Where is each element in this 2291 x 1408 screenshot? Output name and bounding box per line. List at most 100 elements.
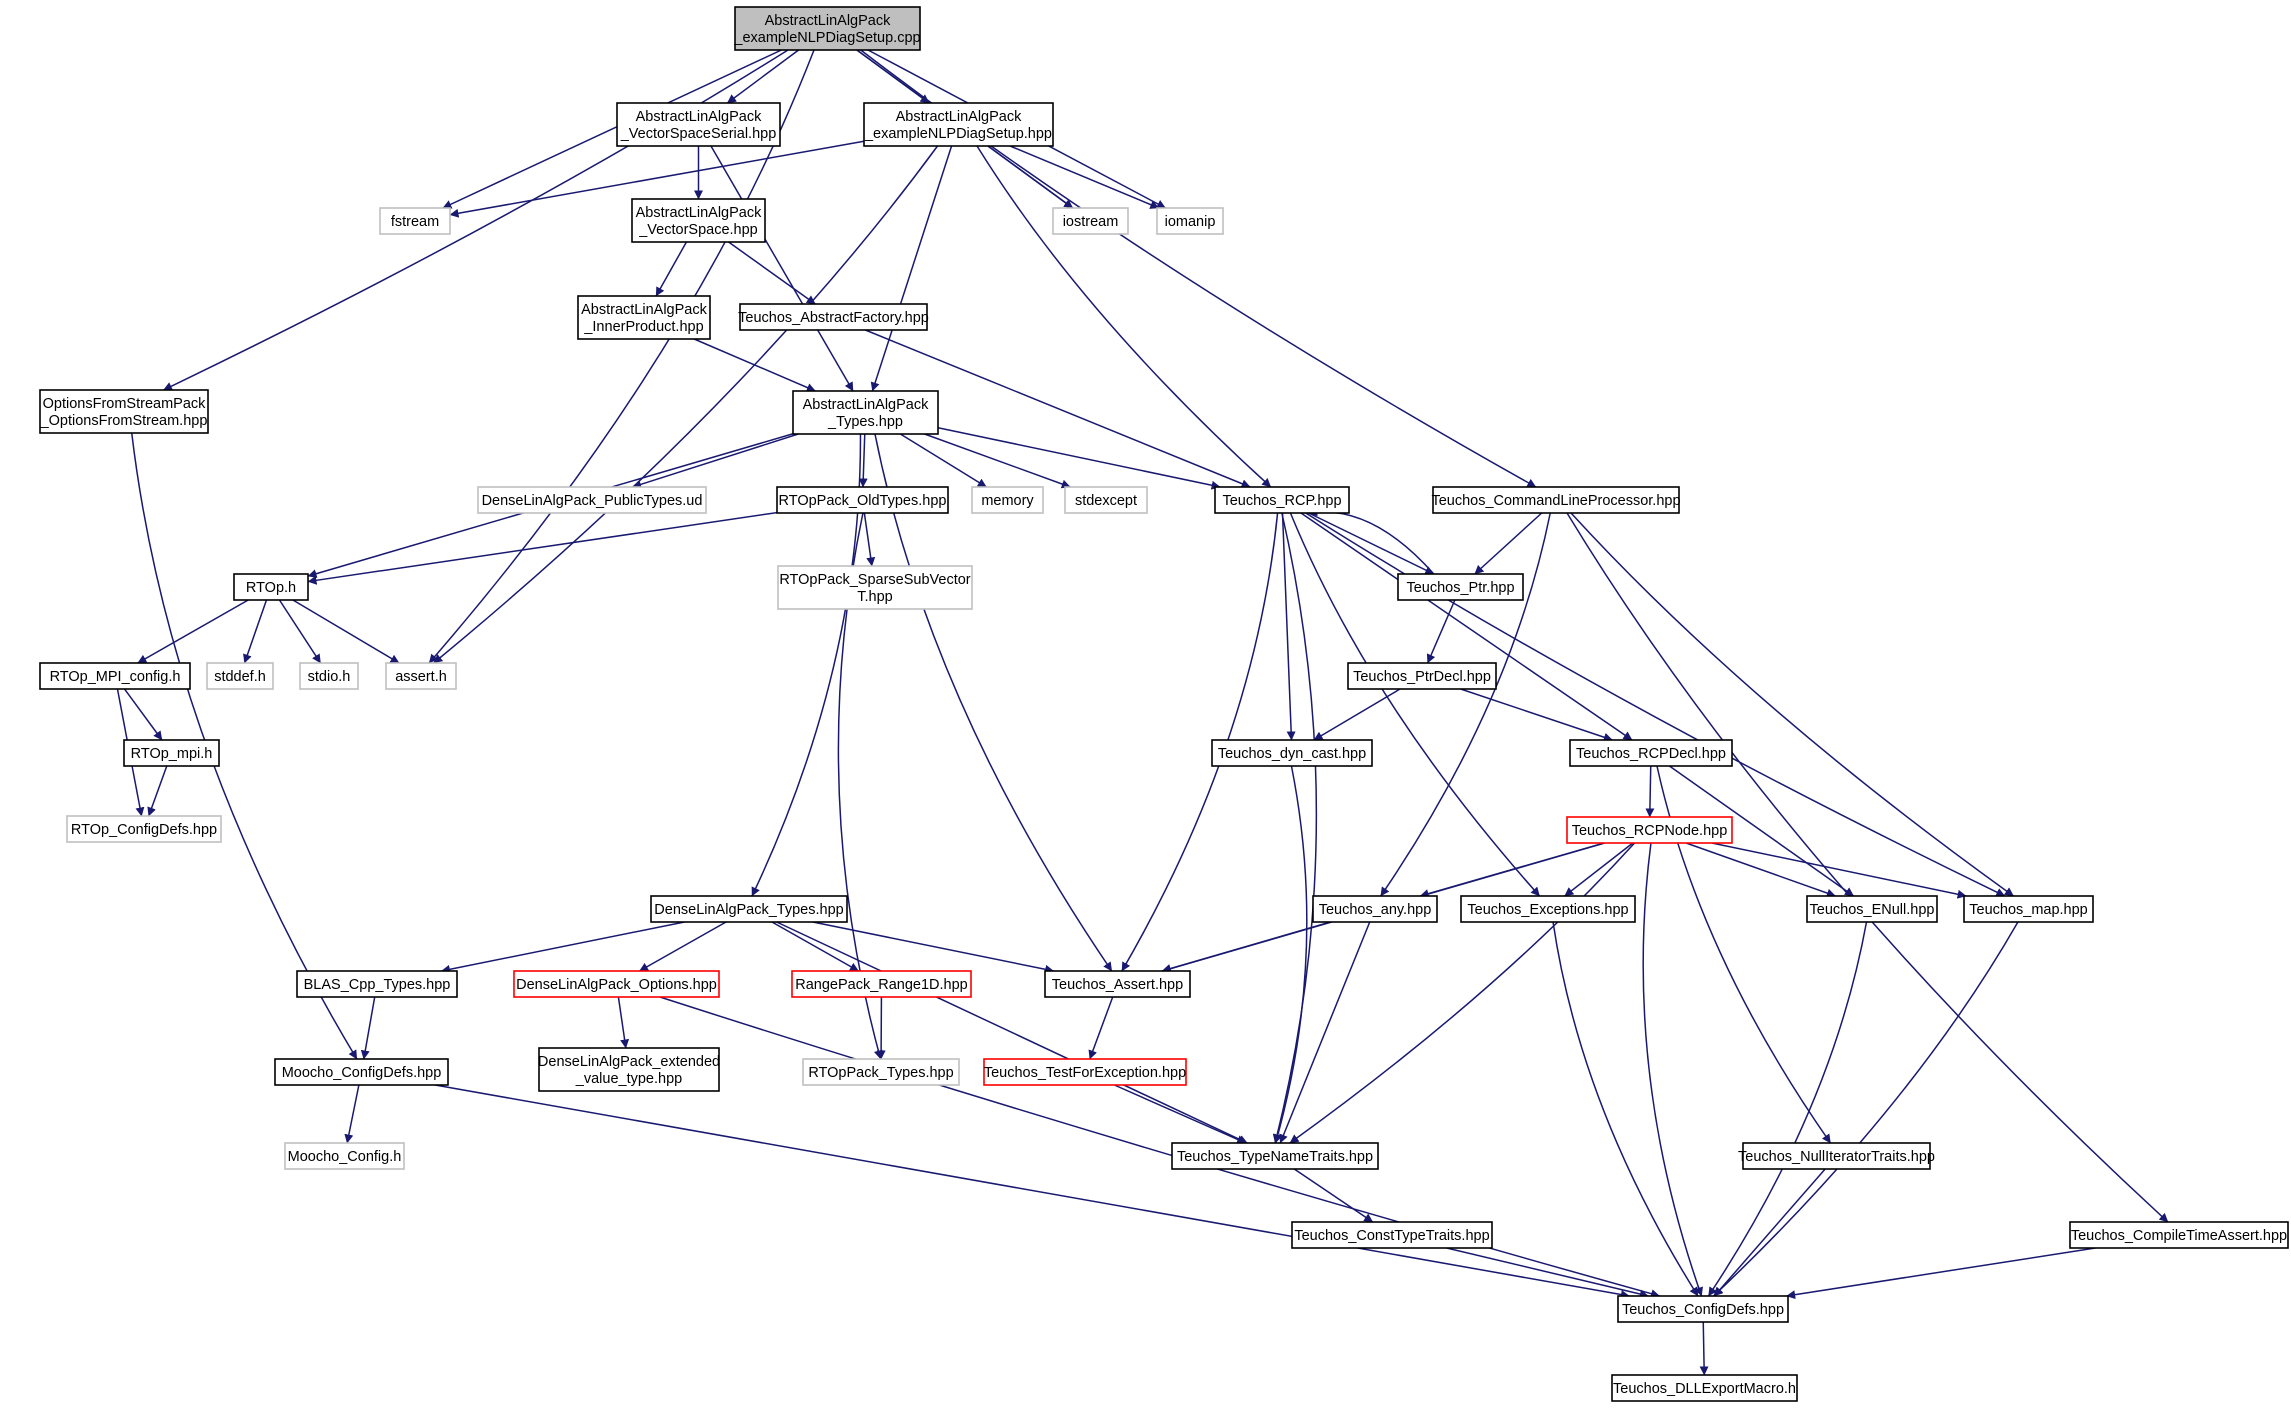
node-dlevt[interactable]: DenseLinAlgPack_extended_value_type.hpp <box>538 1047 720 1092</box>
edge-tfe-to-tnt <box>1114 1084 1247 1144</box>
node-rcpnode[interactable]: Teuchos_RCPNode.hpp <box>1566 816 1733 844</box>
edge-rcpnode-to-tcfg <box>1642 842 1703 1297</box>
node-dlat[interactable]: DenseLinAlgPack_Types.hpp <box>650 895 848 923</box>
node-vss[interactable]: AbstractLinAlgPack_VectorSpaceSerial.hpp <box>616 102 781 147</box>
node-box <box>739 303 928 331</box>
node-label: _InnerProduct.hpp <box>583 319 703 335</box>
node-box <box>1806 895 1938 923</box>
edge-root-to-fstream <box>442 49 782 209</box>
edge-mpicfg-to-rtmpi <box>123 688 163 741</box>
node-af[interactable]: Teuchos_AbstractFactory.hpp <box>738 303 929 331</box>
node-tcfg[interactable]: Teuchos_ConfigDefs.hpp <box>1617 1295 1789 1323</box>
edge-exh-to-alat <box>870 145 953 392</box>
node-mcfg[interactable]: Moocho_ConfigDefs.hpp <box>274 1058 449 1086</box>
node-box <box>802 1058 960 1086</box>
node-box <box>777 565 973 610</box>
node-label: _OptionsFromStream.hpp <box>40 413 208 429</box>
node-mpicfg[interactable]: RTOp_MPI_config.h <box>39 662 191 690</box>
node-ptr[interactable]: Teuchos_Ptr.hpp <box>1397 573 1524 601</box>
node-cta[interactable]: Teuchos_CompileTimeAssert.hpp <box>2069 1221 2289 1249</box>
node-label: Teuchos_AbstractFactory.hpp <box>738 310 929 326</box>
node-box <box>1397 573 1524 601</box>
node-dlopt[interactable]: DenseLinAlgPack_Options.hpp <box>513 970 720 998</box>
node-label: stddef.h <box>214 669 266 685</box>
node-box <box>538 1047 720 1092</box>
node-label: AbstractLinAlgPack <box>803 397 929 413</box>
node-range[interactable]: RangePack_Range1D.hpp <box>791 970 972 998</box>
node-rcpdecl[interactable]: Teuchos_RCPDecl.hpp <box>1569 739 1733 767</box>
node-clp[interactable]: Teuchos_CommandLineProcessor.hpp <box>1431 486 1681 514</box>
edge-blas-to-mcfg <box>360 996 376 1060</box>
node-ofs[interactable]: OptionsFromStreamPack_OptionsFromStream.… <box>39 389 209 434</box>
node-fstream: fstream <box>379 207 451 235</box>
header-nodes: AbstractLinAlgPack_exampleNLPDiagSetup.c… <box>39 6 2289 1402</box>
node-box <box>1214 486 1350 514</box>
node-box <box>385 662 457 690</box>
node-box <box>776 486 949 514</box>
node-map[interactable]: Teuchos_map.hpp <box>1963 895 2094 923</box>
node-tfe[interactable]: Teuchos_TestForException.hpp <box>983 1058 1187 1086</box>
edge-rtoph-to-stddef <box>243 599 268 664</box>
node-label: AbstractLinAlgPack <box>896 109 1022 125</box>
edge-dlat-to-tnt <box>776 921 1248 1144</box>
node-label: _exampleNLPDiagSetup.hpp <box>864 126 1052 142</box>
node-ptrdecl[interactable]: Teuchos_PtrDecl.hpp <box>1347 662 1497 690</box>
node-box <box>791 970 972 998</box>
edge-rcp-to-rcpdecl <box>1300 512 1633 741</box>
node-box <box>66 815 222 843</box>
node-exh[interactable]: AbstractLinAlgPack_exampleNLPDiagSetup.h… <box>863 102 1054 147</box>
node-box <box>1611 1374 1798 1402</box>
node-root[interactable]: AbstractLinAlgPack_exampleNLPDiagSetup.c… <box>733 6 921 51</box>
edge-clp-to-any <box>1380 512 1551 897</box>
node-ip[interactable]: AbstractLinAlgPack_InnerProduct.hpp <box>577 295 711 340</box>
node-label: Teuchos_TestForException.hpp <box>984 1065 1186 1081</box>
node-rtmpi[interactable]: RTOp_mpi.h <box>123 739 220 767</box>
edge-tcfg-to-dll <box>1699 1321 1709 1376</box>
node-box <box>1211 739 1373 767</box>
node-label: RTOp_mpi.h <box>131 746 213 762</box>
node-label: AbstractLinAlgPack <box>765 13 891 29</box>
node-blas[interactable]: BLAS_Cpp_Types.hpp <box>296 970 458 998</box>
node-tnt[interactable]: Teuchos_TypeNameTraits.hpp <box>1171 1142 1379 1170</box>
edge-ip-to-alat <box>693 338 816 392</box>
node-rtoph[interactable]: RTOp.h <box>233 573 309 601</box>
edge-mcfg-to-tcfg <box>434 1084 1630 1299</box>
node-alat[interactable]: AbstractLinAlgPack_Types.hpp <box>792 390 939 435</box>
node-label: RTOpPack_Types.hpp <box>808 1065 953 1081</box>
node-dyncast[interactable]: Teuchos_dyn_cast.hpp <box>1211 739 1373 767</box>
edge-vs-to-ip <box>655 241 688 297</box>
node-label: OptionsFromStreamPack <box>43 396 207 412</box>
edge-exh-to-fstream <box>449 140 865 218</box>
node-nit[interactable]: Teuchos_NullIteratorTraits.hpp <box>1738 1142 1935 1170</box>
node-dll[interactable]: Teuchos_DLLExportMacro.h <box>1611 1374 1798 1402</box>
node-exc[interactable]: Teuchos_Exceptions.hpp <box>1460 895 1636 923</box>
node-box <box>792 390 939 435</box>
node-label: DenseLinAlgPack_PublicTypes.ud <box>482 493 703 509</box>
node-rold[interactable]: RTOpPack_OldTypes.hpp <box>776 486 949 514</box>
edge-rtmpi-to-rtcfg <box>147 765 168 817</box>
node-label: _value_type.hpp <box>575 1071 682 1087</box>
node-label: Teuchos_RCP.hpp <box>1222 493 1341 509</box>
node-vs[interactable]: AbstractLinAlgPack_VectorSpace.hpp <box>631 198 766 243</box>
node-rcp[interactable]: Teuchos_RCP.hpp <box>1214 486 1350 514</box>
node-asserth: assert.h <box>385 662 457 690</box>
node-box <box>1963 895 2094 923</box>
node-ctt[interactable]: Teuchos_ConstTypeTraits.hpp <box>1291 1221 1493 1249</box>
node-box <box>1569 739 1733 767</box>
node-label: memory <box>981 493 1034 509</box>
edge-alat-to-rcp <box>937 426 1221 490</box>
node-iostream: iostream <box>1052 207 1129 235</box>
edge-exc-to-tcfg <box>1552 921 1699 1297</box>
edge-rold-to-rtoph <box>307 511 778 585</box>
node-label: stdexcept <box>1075 493 1137 509</box>
node-memory: memory <box>971 486 1044 514</box>
edge-rcp-to-tnt <box>1272 512 1318 1144</box>
edge-rcp-to-exc <box>1289 512 1541 897</box>
edge-nit-to-tcfg <box>1713 1168 1826 1297</box>
node-enull[interactable]: Teuchos_ENull.hpp <box>1806 895 1938 923</box>
node-any[interactable]: Teuchos_any.hpp <box>1312 895 1438 923</box>
node-label: Teuchos_ENull.hpp <box>1810 902 1935 918</box>
node-tassert[interactable]: Teuchos_Assert.hpp <box>1044 970 1191 998</box>
